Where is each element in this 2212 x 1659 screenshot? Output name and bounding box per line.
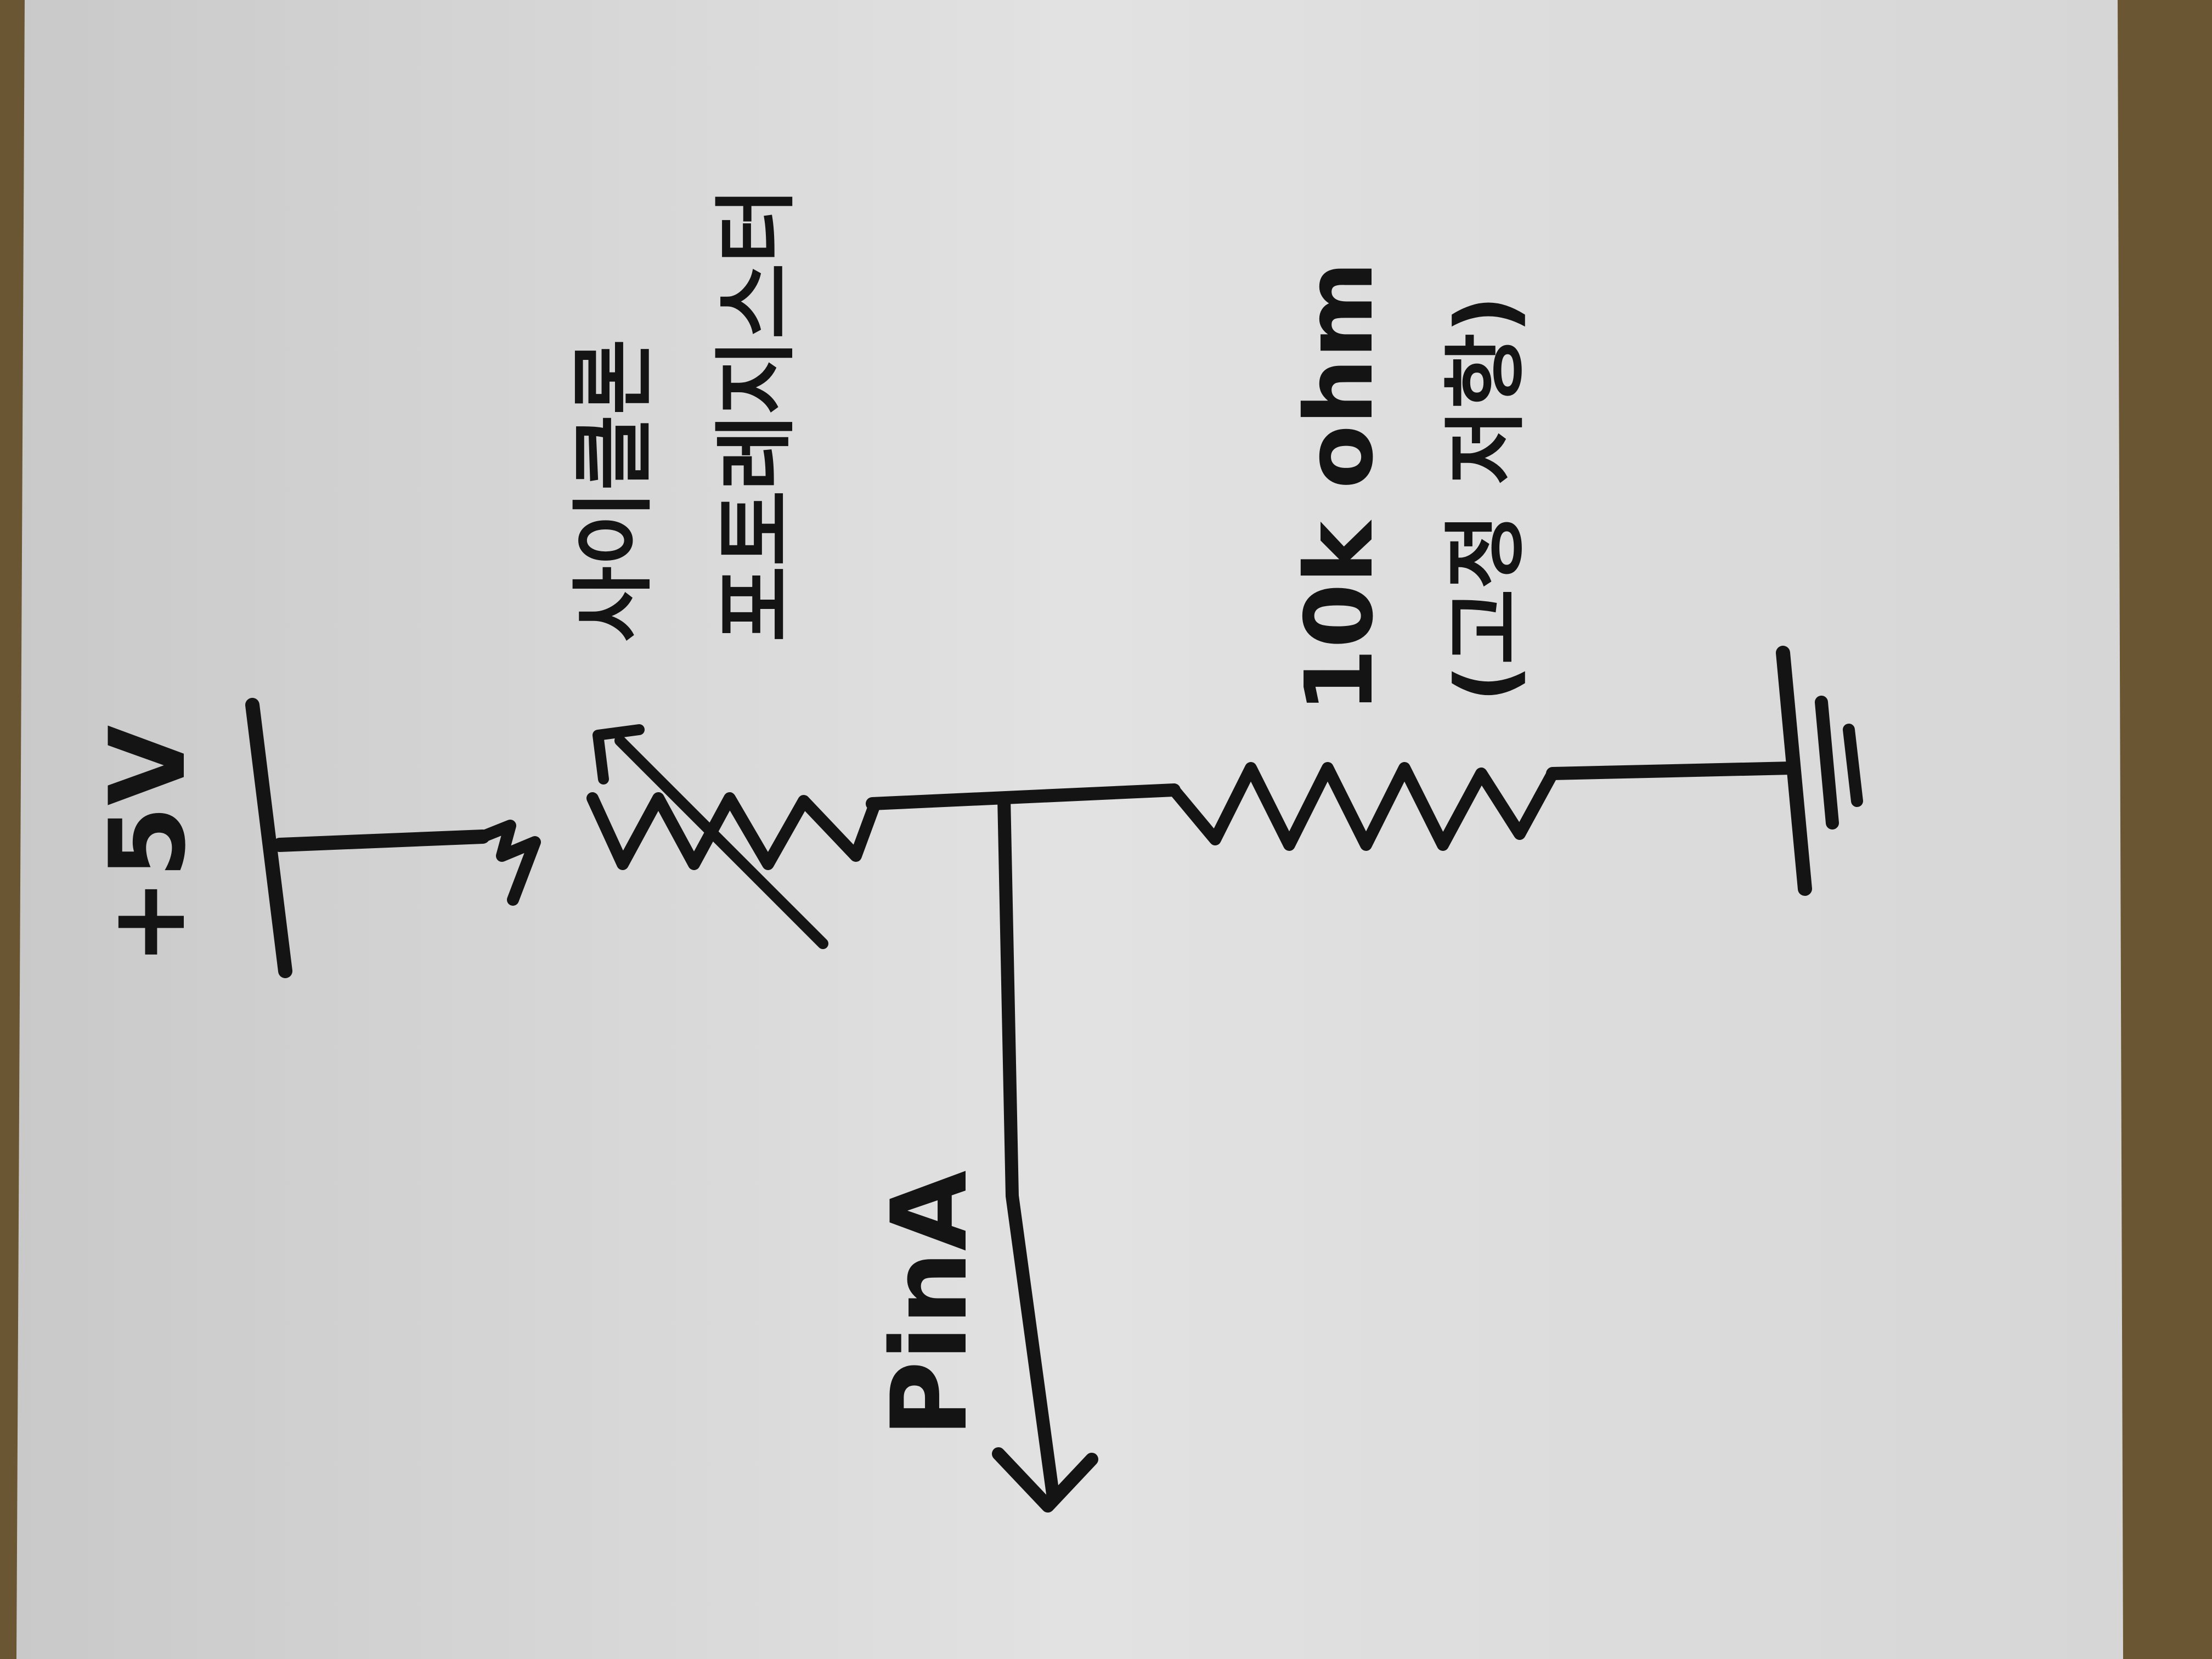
ground-line-2: [1815, 696, 1839, 830]
photoresistor-entry-lead: [477, 820, 541, 906]
photoresistor-zigzag: [586, 792, 881, 870]
label-resistor-note: (고정 저항): [1438, 296, 1534, 702]
ground-line-3: [1843, 724, 1863, 807]
output-arrow-head: [992, 1447, 1098, 1513]
fixed-resistor-zigzag: [1168, 762, 1559, 851]
label-sensor-line1: 사이클론: [566, 339, 662, 642]
supply-wire: [273, 830, 490, 852]
junction-wire: [866, 783, 1181, 810]
photoresistor-arrow-head: [592, 724, 645, 785]
output-wire: [997, 792, 1060, 1504]
label-sensor-line2: 포토레지스터: [709, 188, 804, 642]
supply-terminal: [245, 698, 490, 978]
label-supply: +5V: [87, 725, 208, 966]
label-output: PinA: [869, 1170, 990, 1437]
ground: [1776, 646, 1863, 896]
ground-wire: [1546, 761, 1798, 780]
fixed-resistor: [1168, 761, 1798, 851]
supply-bar: [245, 698, 292, 978]
label-resistor-value: 10k ohm: [1285, 261, 1394, 713]
paper-sheet: [16, 0, 2123, 1659]
output-pin: [992, 792, 1098, 1513]
photoresistor-arrow-shaft: [614, 735, 828, 949]
ground-line-1: [1776, 646, 1812, 896]
photoresistor: [477, 724, 881, 949]
